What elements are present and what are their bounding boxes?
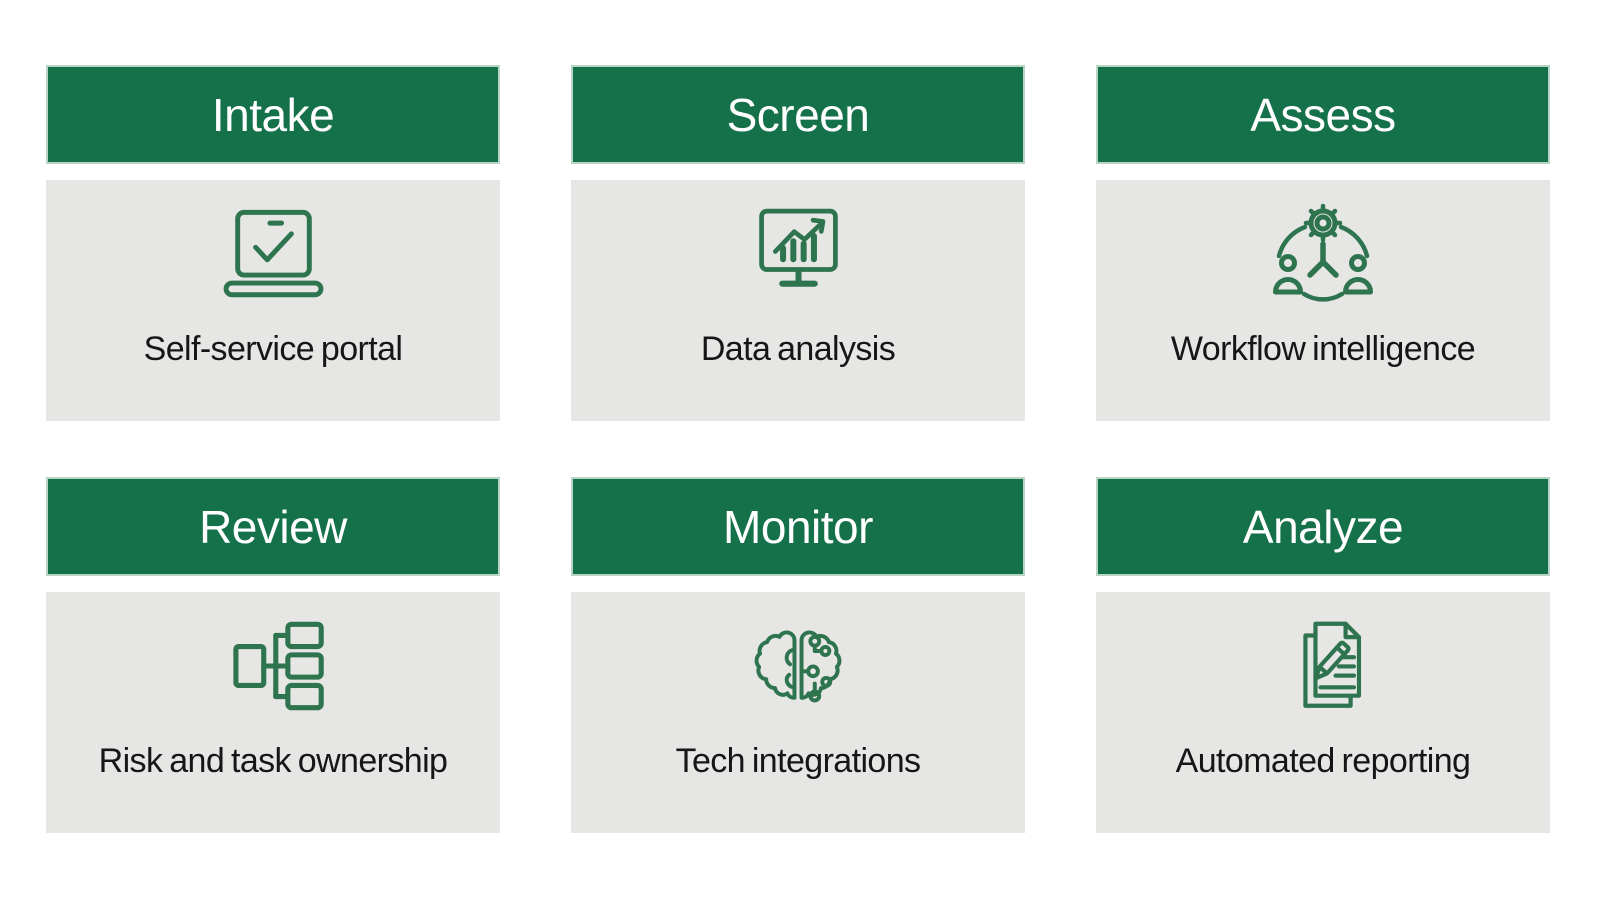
panel-header-assess: Assess (1096, 65, 1550, 164)
panel-caption-review: Risk and task ownership (98, 742, 448, 780)
panel-header-screen: Screen (571, 65, 1025, 164)
panel-body-monitor: Tech integrations (571, 592, 1025, 833)
panel-body-review: Risk and task ownership (46, 592, 500, 833)
panel-caption-analyze: Automated reporting (1175, 742, 1471, 780)
panel-caption-intake: Self-service portal (143, 330, 403, 368)
panel-screen: Screen Data analysi (571, 65, 1025, 421)
panel-analyze: Analyze Automated reporting (1096, 477, 1550, 833)
panel-caption-screen: Data analysis (700, 330, 896, 368)
panel-body-screen: Data analysis (571, 180, 1025, 421)
panel-title-intake: Intake (211, 88, 335, 141)
panel-header-intake: Intake (46, 65, 500, 164)
monitor-chart-icon (747, 196, 850, 312)
panel-title-analyze: Analyze (1242, 500, 1404, 553)
gear-people-icon (1263, 196, 1383, 312)
panel-title-assess: Assess (1250, 88, 1396, 141)
org-chart-icon (217, 608, 329, 724)
panel-title-screen: Screen (726, 88, 870, 141)
ai-brain-icon (745, 608, 851, 724)
panel-body-intake: Self-service portal (46, 180, 500, 421)
panel-header-analyze: Analyze (1096, 477, 1550, 576)
panel-review: Review Risk and task ownership (46, 477, 500, 833)
panel-header-review: Review (46, 477, 500, 576)
panel-monitor: Monitor Tech integra (571, 477, 1025, 833)
panel-caption-assess: Workflow intelligence (1170, 330, 1476, 368)
panel-assess: Assess (1096, 65, 1550, 421)
panel-body-analyze: Automated reporting (1096, 592, 1550, 833)
process-grid: Intake Self-service portal Screen (46, 65, 1550, 833)
panel-title-review: Review (199, 500, 347, 553)
panel-header-monitor: Monitor (571, 477, 1025, 576)
panel-title-monitor: Monitor (723, 500, 873, 553)
report-pencil-icon (1277, 608, 1369, 724)
laptop-check-icon (215, 196, 332, 312)
panel-body-assess: Workflow intelligence (1096, 180, 1550, 421)
panel-intake: Intake Self-service portal (46, 65, 500, 421)
panel-caption-monitor: Tech integrations (675, 742, 921, 780)
